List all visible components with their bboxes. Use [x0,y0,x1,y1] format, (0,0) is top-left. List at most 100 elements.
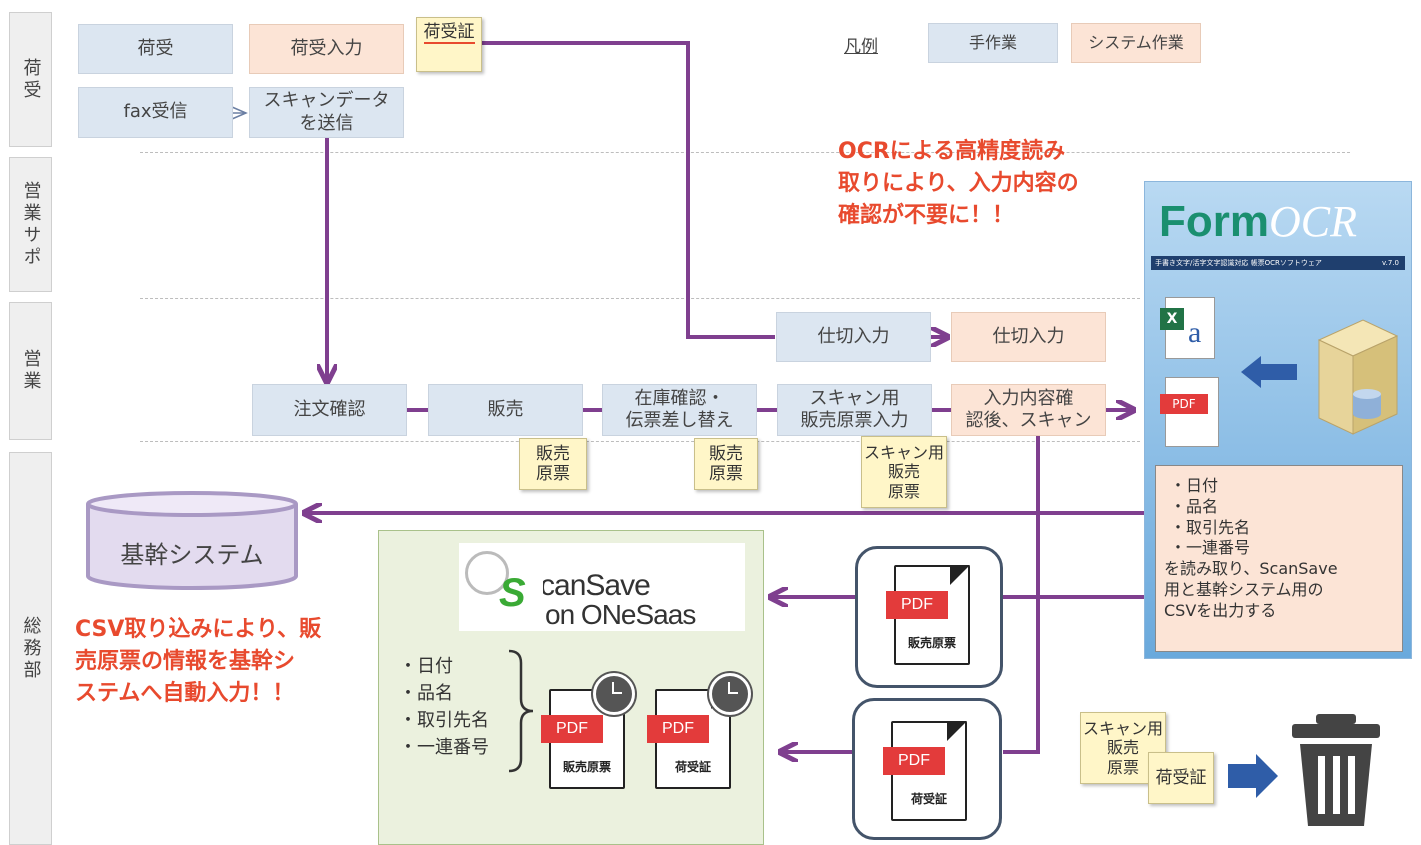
scansave-s-icon: S [499,571,526,615]
note-label: 販売 [709,443,743,464]
callout-line: OCRによる高精度読み [838,139,1066,164]
legend-label: システム作業 [1088,33,1184,52]
desc-line: 用と基幹システム用の [1164,579,1324,599]
note-label: 販売 [1106,738,1139,758]
callout-line: 売原票の情報を基幹シ [75,648,296,674]
database-label: 基幹システム [120,541,264,569]
pdf-box-sales: PDF 販売原票 [855,546,1003,688]
bracket-icon [508,649,534,773]
check-clock-icon [465,551,509,595]
box-label: 仕切入力 [817,325,890,347]
note-label: 荷受証 [423,22,475,45]
lane-sales-support: 営業サポ [9,157,52,292]
formocr-tagline-bar: 手書き文字/活字文字認識対応 帳票OCRソフトウェア v.7.0 [1151,256,1405,270]
flow-niukesho-to-shikiri [480,41,775,339]
pdf-doc-sales: PDF 販売原票 [886,565,970,665]
lane-divider [140,152,1350,153]
database-icon [86,491,298,590]
formocr-logo-b: OCR [1269,197,1357,246]
excel-icon: X a [1160,297,1215,359]
flow-confirm-to-pdf2 [1003,436,1040,754]
callout-line: CSV取り込みにより、販 [75,617,322,642]
note-label: スキャン用 [863,443,944,463]
clock-icon [709,673,751,715]
lane-sales: 営業 [9,302,52,440]
pdf-badge: PDF [1160,394,1208,414]
pdf-caption: 荷受証 [674,760,711,774]
box-label: 認後、スキャン [965,410,1092,431]
formocr-logo-a: Form [1159,197,1269,246]
lane-niuke: 荷受 [9,12,52,147]
callout-line: 取りにより、入力内容の [838,170,1079,196]
arrow-right-icon [1228,754,1278,798]
field-item: ・取引先名 [399,710,489,731]
scansave-fields: ・日付 ・品名 ・取引先名 ・一連番号 [399,653,489,761]
field-item: ・一連番号 [1170,538,1251,558]
field-item: ・日付 [399,656,453,677]
desc-line: CSVを出力する [1164,600,1277,620]
desc-line: を読み取り、ScanSave [1164,559,1338,579]
pdf-badge: PDF [647,715,709,743]
note-niukesho-discard: 荷受証 [1148,752,1214,804]
note-label: 原票 [536,464,570,484]
scansave-logo: S ScanSave on ONeSaas [459,543,745,631]
lane-label: 営業サポ [20,180,42,269]
box-label: 注文確認 [293,398,366,420]
pdf-icon: PDF [1160,377,1219,447]
lane-label: 荷受 [20,57,42,102]
note-hanbai-genpyo: 販売 原票 [519,438,587,490]
note-hanbai-genpyo: 販売 原票 [694,438,758,490]
pdf-badge: PDF [886,591,948,619]
box-shikiri-system: 仕切入力 [951,312,1106,362]
scansave-logo-sub: on ONeSaas [545,599,696,630]
box-niuke: 荷受 [78,24,233,74]
legend-title: 凡例 [844,37,878,57]
pdf-box-niukesho: PDF 荷受証 [852,698,1002,840]
legend-system: システム作業 [1071,23,1201,63]
lane-divider [140,298,1140,299]
box-label: 販売原票入力 [800,410,909,431]
box-niuke-input: 荷受入力 [249,24,404,74]
field-item: ・一連番号 [399,737,489,758]
formocr-panel: FormOCR 手書き文字/活字文字認識対応 帳票OCRソフトウェア v.7.0… [1144,181,1412,659]
box-label: 販売 [487,398,524,420]
box-scan-sales: スキャン用 販売原票入力 [777,384,932,436]
pdf-caption: 販売原票 [562,760,611,774]
formocr-logo: FormOCR [1159,196,1357,247]
formocr-tagline: 手書き文字/活字文字認識対応 帳票OCRソフトウェア [1155,259,1322,267]
legend-manual: 手作業 [928,23,1058,63]
note-label: 販売 [887,462,920,482]
pdf-badge: PDF [541,715,603,743]
box-label: 入力内容確 [983,387,1074,409]
scansave-panel: S ScanSave on ONeSaas ・日付 ・品名 ・取引先名 ・一連番… [378,530,764,845]
box-scan-send: スキャンデータ を送信 [249,87,404,138]
note-scan-hanbai-genpyo: スキャン用 販売 原票 [861,436,947,508]
field-item: ・取引先名 [1170,517,1251,537]
lane-divider [140,441,1140,442]
callout-ocr: OCRによる高精度読み 取りにより、入力内容の 確認が不要に！！ [838,136,1079,232]
callout-csv: CSV取り込みにより、販 売原票の情報を基幹シ ステムへ自動入力！！ [75,614,321,710]
formocr-description: ・日付 ・品名 ・取引先名 ・一連番号 を読み取り、ScanSave 用と基幹シ… [1155,465,1403,652]
pdf-caption: 販売原票 [907,636,956,650]
note-niukesho: 荷受証 [416,17,482,72]
pdf-doc-niukesho: PDF 荷受証 [883,721,967,821]
box-label: 仕切入力 [992,325,1065,347]
server-icon [1317,319,1399,435]
field-item: ・日付 [1170,476,1219,495]
arrow-left-icon [1241,356,1297,388]
legend-label: 手作業 [968,33,1017,52]
note-label: スキャン用 [1082,719,1163,739]
trash-icon [1292,714,1380,826]
box-label: 荷受入力 [290,37,363,59]
formocr-version: v.7.0 [1382,259,1399,267]
box-label: を送信 [299,112,354,134]
field-item: ・品名 [1170,496,1219,516]
box-confirm-scan: 入力内容確 認後、スキャン [951,384,1106,436]
box-sales: 販売 [428,384,583,436]
scansave-logo-text: ScanSave [521,569,650,602]
box-label: スキャンデータ [263,90,390,111]
note-label: 原票 [887,481,920,501]
callout-line: 確認が不要に！！ [838,202,1015,228]
box-stock: 在庫確認・ 伝票差し替え [602,384,757,436]
lane-general-affairs: 総務部 [9,452,52,845]
